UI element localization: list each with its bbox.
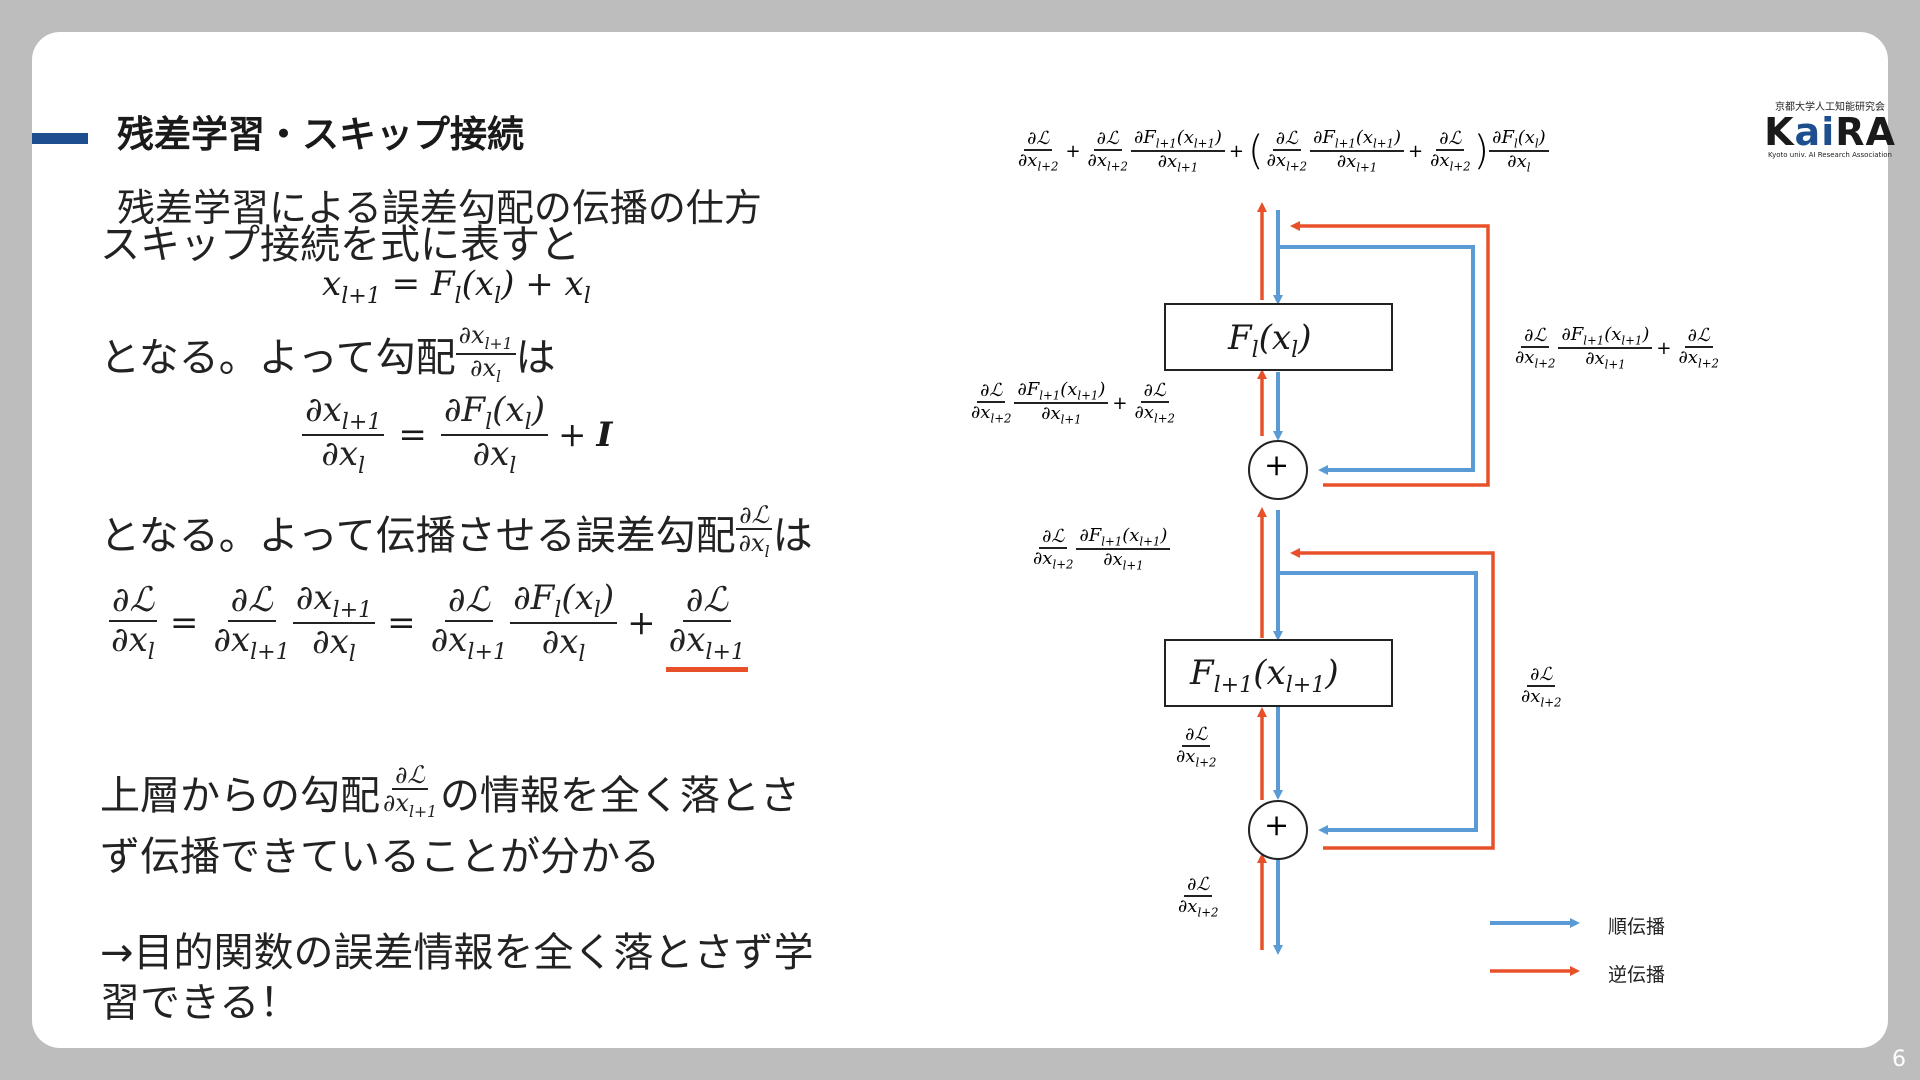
adder-top [1248, 440, 1308, 500]
body-line-4c: ず伝播できていることが分かる [100, 834, 660, 880]
slide: 残差学習・スキップ接続 残差学習による誤差勾配の伝播の仕方 スキップ接続を式に表… [32, 32, 1895, 1048]
grad-left-lower: ∂ℒ∂xl+2 [1176, 724, 1217, 770]
logo-org-jp: 京都大学人工知能研究会 [1775, 102, 1885, 113]
grad-skip-bottom: ∂ℒ∂xl+2 [1521, 664, 1562, 710]
block-fl [1164, 303, 1393, 371]
logo-org-en: Kyoto univ. AI Research Association [1768, 151, 1892, 159]
adder-bottom-label: + [1264, 808, 1290, 843]
body-line-5a: →目的関数の誤差情報を全く落とさず学 [100, 930, 814, 976]
legend-backward: 逆伝播 [1608, 964, 1666, 986]
logo-name: KaiRA [1764, 110, 1896, 154]
body-line-2-b: は [515, 334, 556, 381]
body-line-2-a: となる。よって勾配 [100, 334, 456, 381]
title-accent-bar [32, 133, 88, 144]
equation-jacobian: ∂xl+1∂xl = ∂Fl(xl)∂xl + I [302, 391, 612, 478]
grad-left-middle: ∂ℒ∂xl+2 ∂Fl+1(xl+1)∂xl+1 [1030, 525, 1171, 573]
highlight-underline [665, 666, 749, 672]
legend-forward: 順伝播 [1608, 916, 1666, 938]
upper-grad-frac: ∂ℒ∂xl+1 [383, 761, 437, 822]
grad-loss-frac: ∂ℒ∂xl [736, 502, 773, 561]
grad-skip-top: ∂ℒ∂xl+2 ∂Fl+1(xl+1)∂xl+1 + ∂ℒ∂xl+2 [1515, 324, 1719, 373]
block-fl1 [1164, 639, 1393, 707]
grad-left-top: ∂ℒ∂xl+2 ∂Fl+1(xl+1)∂xl+1 + ∂ℒ∂xl+2 [971, 379, 1175, 428]
page-number: 6 [1892, 1047, 1906, 1072]
grad-left-bottom: ∂ℒ∂xl+2 [1178, 874, 1219, 920]
grad-x-frac: ∂xl+1∂xl [455, 322, 516, 386]
adder-top-label: + [1264, 448, 1290, 483]
body-line-4-a: 上層からの勾配 [100, 772, 380, 819]
backward-paths [1257, 202, 1580, 976]
body-line-3: となる。よって伝播させる誤差勾配 ∂ℒ∂xl は [100, 502, 813, 561]
slide-title: 残差学習・スキップ接続 [117, 113, 524, 156]
body-line-1: スキップ接続を式に表すと [100, 222, 580, 268]
block-fl-label: Fl(xl) [1228, 318, 1312, 363]
body-line-5b: 習できる！ [100, 980, 300, 1026]
grad-top-formula: ∂ℒ∂xl+2 + ∂ℒ∂xl+2 ∂Fl+1(xl+1)∂xl+1 + ( ∂… [1015, 127, 1549, 175]
body-line-4: 上層からの勾配 ∂ℒ∂xl+1 の情報を全く落とさ [100, 762, 800, 821]
equation-skip: xl+1 = Fl(xl) + xl [322, 264, 591, 309]
forward-paths [1273, 210, 1580, 955]
adder-bottom [1248, 800, 1308, 860]
slide-subtitle: 残差学習による誤差勾配の伝播の仕方 [117, 186, 762, 230]
block-fl1-label: Fl+1(xl+1) [1190, 653, 1339, 698]
body-line-3-a: となる。よって伝播させる誤差勾配 [100, 512, 736, 559]
equation-chain-rule: ∂ℒ∂xl = ∂ℒ∂xl+1 ∂xl+1∂xl = ∂ℒ∂xl+1 ∂Fl(x… [108, 579, 749, 672]
body-line-4-b: の情報を全く落とさ [439, 772, 800, 819]
kaira-logo: 京都大学人工知能研究会 KaiRA Kyoto univ. AI Researc… [1756, 98, 1904, 162]
body-line-3-b: は [772, 512, 813, 559]
body-line-2: となる。よって勾配 ∂xl+1∂xl は [100, 322, 556, 386]
